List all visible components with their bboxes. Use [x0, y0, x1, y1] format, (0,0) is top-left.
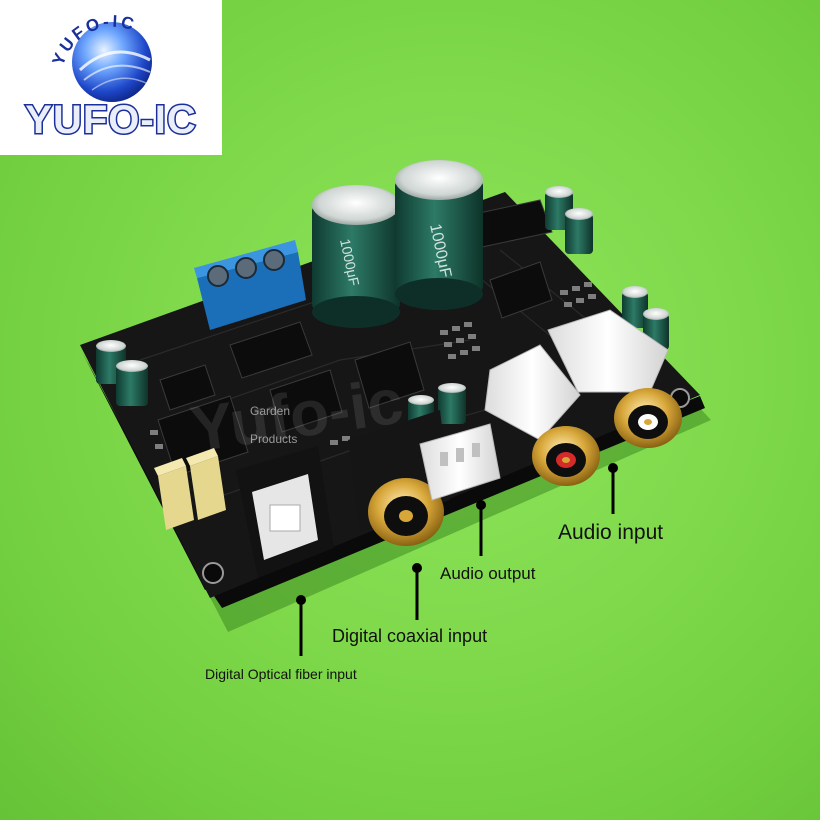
power-terminal-block: [194, 240, 306, 330]
logo-box: YUFO-IC YUFO-IC: [0, 0, 222, 155]
small-capacitors: [96, 186, 669, 434]
optical-input-connector: [236, 446, 334, 578]
film-capacitors: [154, 448, 226, 530]
callout-audio-input: Audio input: [558, 521, 664, 544]
watermark-line-1: Garden: [250, 404, 291, 418]
rca-housing: [484, 309, 669, 441]
yufo-ic-logo-icon: YUFO-IC: [49, 12, 152, 102]
logo-wordmark: YUFO-IC: [24, 97, 197, 144]
audio-input-rca-right: [614, 388, 682, 448]
callout-audio-output: Audio output: [440, 564, 536, 583]
coaxial-rca-connector: [348, 410, 450, 546]
electrolytic-capacitors: 1000μF 1000μF: [312, 160, 483, 328]
audio-output-connector: [419, 423, 501, 501]
callout-digital-coaxial-input: Digital coaxial input: [332, 626, 488, 646]
audio-input-rca-left: [532, 426, 600, 486]
callout-digital-optical-input: Digital Optical fiber input: [205, 666, 357, 682]
callout-dots: [296, 463, 618, 605]
callout-pointers: [299, 470, 615, 656]
ic-chips: [157, 199, 553, 477]
watermark-line-2: Products: [250, 432, 298, 446]
